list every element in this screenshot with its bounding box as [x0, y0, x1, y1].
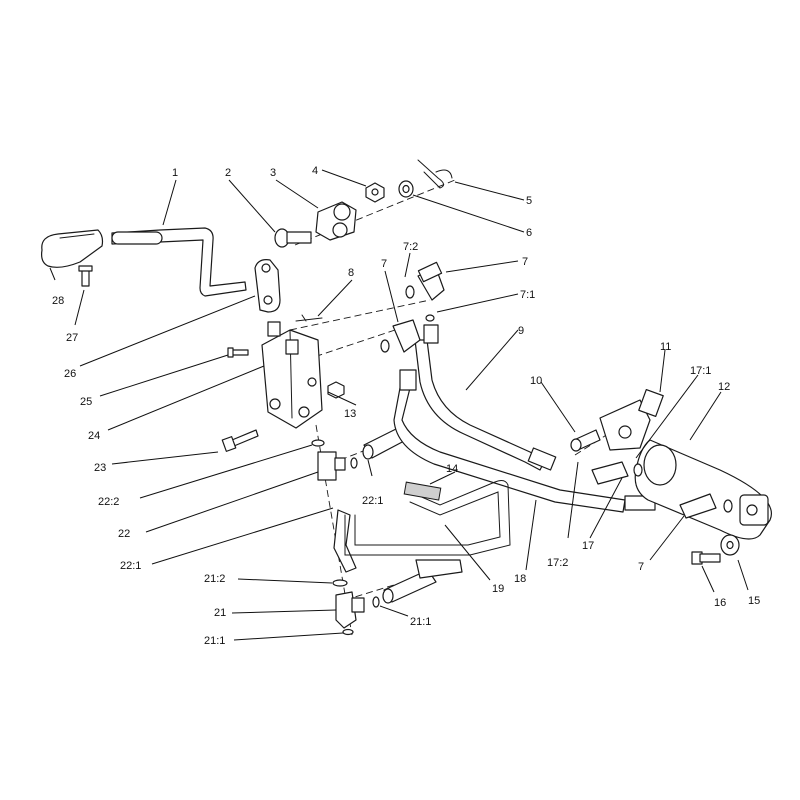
callout-21: 21 — [214, 607, 226, 619]
callout-22-1-left: 22:1 — [120, 560, 141, 572]
hairpin-cotter — [417, 159, 453, 189]
tee-fitting-22 — [311, 439, 358, 481]
callout-8: 8 — [348, 267, 354, 279]
callout-23: 23 — [94, 462, 106, 474]
flat-washer-6 — [398, 180, 414, 198]
callout-26: 26 — [64, 368, 76, 380]
callout-17: 17 — [582, 540, 594, 552]
callout-22: 22 — [118, 528, 130, 540]
callout-6: 6 — [526, 227, 532, 239]
control-lever — [111, 227, 247, 297]
straight-fitting-7-right — [679, 493, 733, 519]
hydraulic-cylinder — [634, 439, 772, 540]
callout-13: 13 — [344, 408, 356, 420]
callout-17-2: 17:2 — [547, 557, 568, 569]
callout-4: 4 — [312, 165, 318, 177]
callout-28: 28 — [52, 295, 64, 307]
callout-labels: 1 2 3 4 5 6 7 7:2 7:1 7 8 9 10 11 12 17:… — [52, 165, 760, 647]
callout-1: 1 — [172, 167, 178, 179]
callout-25: 25 — [80, 396, 92, 408]
callout-24: 24 — [88, 430, 100, 442]
cylinder-washer-15 — [720, 534, 740, 556]
clevis-pin-10 — [570, 429, 601, 452]
callout-14: 14 — [446, 463, 458, 475]
callout-7-top: 7 — [522, 256, 528, 268]
callout-18: 18 — [514, 573, 526, 585]
callout-22-2: 22:2 — [98, 496, 119, 508]
callout-5: 5 — [526, 195, 532, 207]
hydraulic-hose-18 — [393, 369, 656, 513]
mounting-plate — [254, 259, 281, 313]
elbow-fitting-21 — [332, 579, 380, 636]
elbow-fitting-7-top — [405, 261, 445, 301]
callout-27: 27 — [66, 332, 78, 344]
callout-7-2: 7:2 — [403, 241, 418, 253]
callout-7-left: 7 — [381, 258, 387, 270]
control-valve — [261, 321, 323, 429]
knob-screw — [78, 265, 93, 287]
callout-10: 10 — [530, 375, 542, 387]
hydraulic-hose-9 — [414, 324, 557, 471]
hydraulic-tube-19 — [344, 480, 511, 556]
callout-21-1-left: 21:1 — [204, 635, 225, 647]
callout-7-1: 7:1 — [520, 289, 535, 301]
tube-fitting-14 — [403, 481, 442, 501]
cotter-pin-8 — [295, 314, 323, 322]
cylinder-bolt-16 — [691, 551, 721, 565]
o-ring-7-1 — [425, 314, 435, 322]
cylinder-bracket — [599, 388, 664, 451]
callout-9: 9 — [518, 325, 524, 337]
callout-21-2: 21:2 — [204, 573, 225, 585]
elbow-fitting-7-left — [380, 319, 421, 353]
valve-screw-25 — [227, 347, 249, 358]
callout-15: 15 — [748, 595, 760, 607]
callout-16: 16 — [714, 597, 726, 609]
straight-fitting-17 — [591, 461, 643, 485]
clevis-block — [315, 201, 357, 241]
leader-lines — [49, 169, 749, 641]
callout-11: 11 — [660, 341, 671, 353]
callout-12: 12 — [718, 381, 730, 393]
callout-3: 3 — [270, 167, 276, 179]
callout-17-1: 17:1 — [690, 365, 711, 377]
pivot-bolt — [274, 228, 312, 248]
callout-22-1-right: 22:1 — [362, 495, 383, 507]
adapter-fitting-21-1 — [382, 559, 463, 604]
lever-knob — [41, 229, 104, 268]
callout-21-1-right: 21:1 — [410, 616, 431, 628]
callout-2: 2 — [225, 167, 231, 179]
callout-19: 19 — [492, 583, 504, 595]
valve-bolt-23 — [221, 429, 259, 452]
lock-nut — [365, 182, 385, 203]
callout-7-bottom: 7 — [638, 561, 644, 573]
